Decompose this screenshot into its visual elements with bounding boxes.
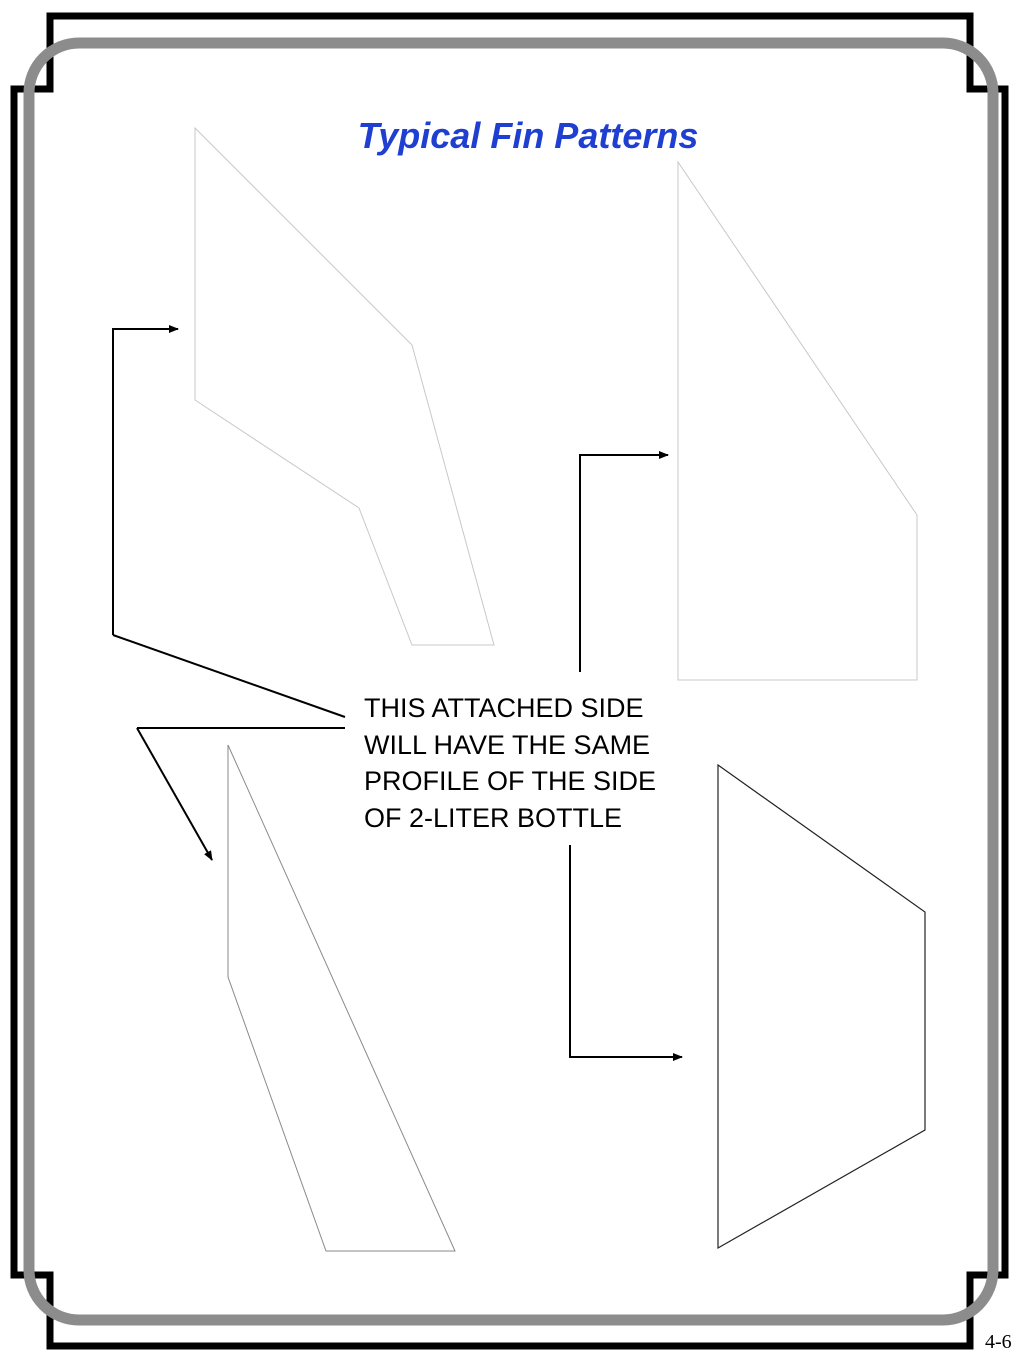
slide-title: Typical Fin Patterns [357,115,699,156]
inner-frame-border [23,37,999,1326]
note-line-1: THIS ATTACHED SIDE [364,693,644,723]
fin-shape-bottom-left [227,744,456,1252]
note-line-3: PROFILE OF THE SIDE [364,766,657,796]
attached-side-note: THIS ATTACHED SIDE WILL HAVE THE SAME PR… [364,690,724,836]
note-line-2: WILL HAVE THE SAME [364,729,651,760]
arrow-top-right [579,451,669,672]
arrow-bottom-right [569,845,683,1061]
outer-frame-border [10,12,1009,1350]
leader-line-upper [112,634,346,718]
fin-shape-top-left [194,126,495,646]
note-line-4: OF 2-LITER BOTTLE [364,802,623,833]
arrow-top-left [112,325,179,635]
page-number: 4-6 [985,1331,1012,1353]
arrow-bottom-left [136,727,213,861]
fin-shape-top-right [677,160,918,681]
fin-shape-bottom-right [717,763,926,1250]
